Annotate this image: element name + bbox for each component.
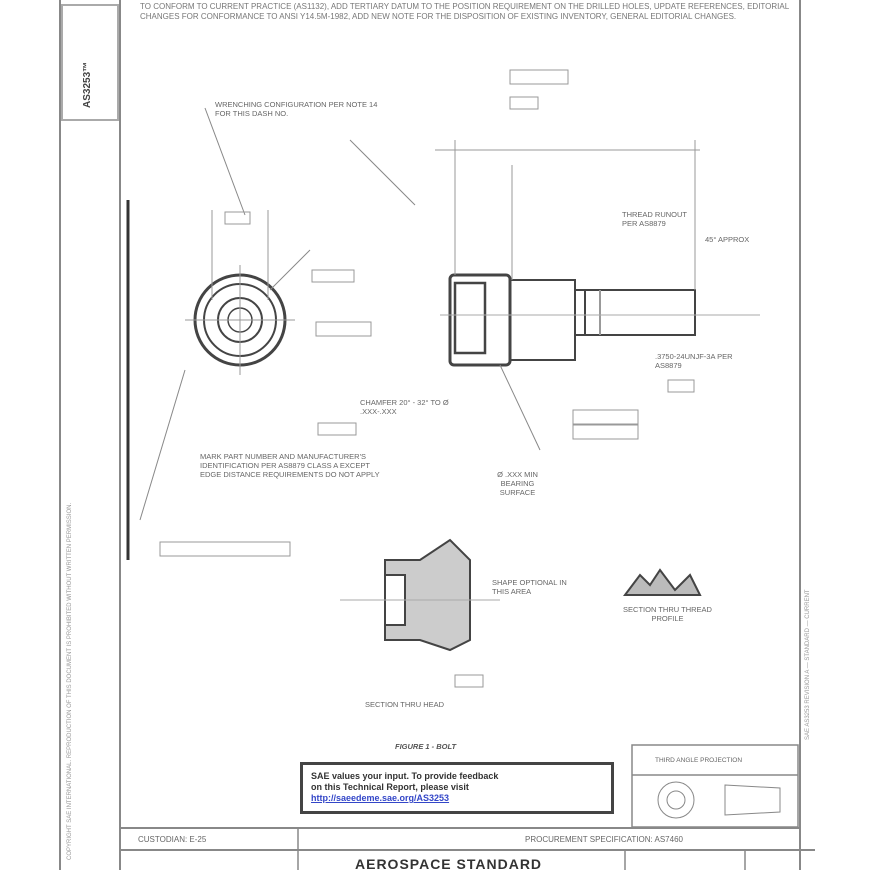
feedback-line-2: on this Technical Report, please visit	[311, 782, 469, 792]
section-head-label: SECTION THRU HEAD	[365, 700, 445, 709]
thread-spec-label: .3750-24UNJF-3A PER AS8879	[655, 352, 733, 370]
document-title: AEROSPACE STANDARD	[355, 856, 543, 872]
wrenching-label: WRENCHING CONFIGURATION PER NOTE 14 FOR …	[215, 100, 378, 118]
custodian: CUSTODIAN: E-25	[138, 835, 207, 844]
figure-caption: FIGURE 1 - BOLT	[395, 742, 457, 751]
document-number: AS3253™	[82, 61, 93, 108]
chamfer-label: CHAMFER 20° - 32° TO Ø .XXX-.XXX	[360, 398, 449, 416]
shape-optional-label: SHAPE OPTIONAL IN THIS AREA	[492, 578, 567, 596]
revision-note: TO CONFORM TO CURRENT PRACTICE (AS1132),…	[140, 2, 789, 21]
feedback-line-1: SAE values your input. To provide feedba…	[311, 771, 499, 781]
feedback-box: SAE values your input. To provide feedba…	[300, 762, 614, 814]
section-thread-label: SECTION THRU THREAD PROFILE	[623, 605, 712, 623]
bearing-label: Ø .XXX MIN BEARING SURFACE	[497, 470, 538, 497]
angle-label: 45° APPROX	[705, 235, 750, 244]
right-margin-text: SAE AS3253 REVISION A — STANDARD — CURRE…	[805, 589, 811, 740]
feedback-link[interactable]: http://saeedeme.sae.org/AS3253	[311, 793, 450, 803]
mark-part-label: MARK PART NUMBER AND MANUFACTURER'S IDEN…	[200, 452, 380, 479]
procurement-spec: PROCUREMENT SPECIFICATION: AS7460	[525, 835, 683, 844]
third-angle-label: THIRD ANGLE PROJECTION	[655, 757, 743, 764]
thread-runout-label: THREAD RUNOUT PER AS8879	[622, 210, 687, 228]
left-margin-text: Copyright SAE International. Reproductio…	[67, 502, 73, 860]
